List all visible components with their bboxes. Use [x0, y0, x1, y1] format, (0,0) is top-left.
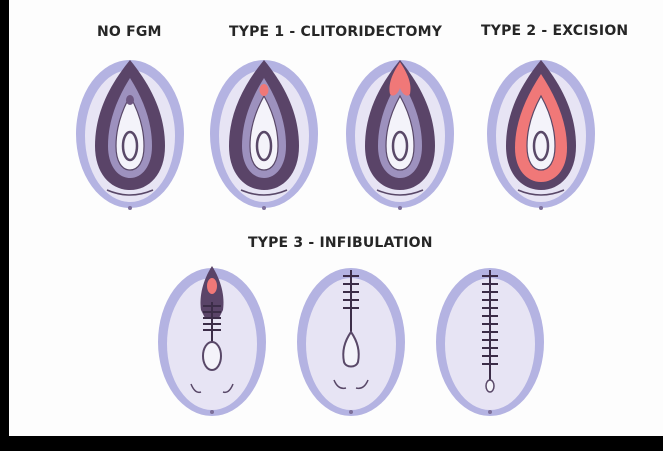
label-type2: TYPE 2 - EXCISION — [481, 23, 629, 39]
figure-type3a — [158, 266, 266, 416]
label-type1: TYPE 1 - CLITORIDECTOMY — [229, 24, 443, 40]
diagram-canvas: NO FGM TYPE 1 - CLITORIDECTOMY TYPE 2 - … — [9, 0, 663, 436]
figure-type3b — [297, 268, 405, 416]
figure-type1a — [210, 60, 318, 210]
figure-no-fgm — [76, 60, 184, 210]
label-type3: TYPE 3 - INFIBULATION — [248, 235, 433, 251]
figure-type3c — [436, 268, 544, 416]
label-no-fgm: NO FGM — [97, 24, 162, 40]
figure-type2 — [487, 60, 595, 210]
figure-type1b — [346, 60, 454, 210]
